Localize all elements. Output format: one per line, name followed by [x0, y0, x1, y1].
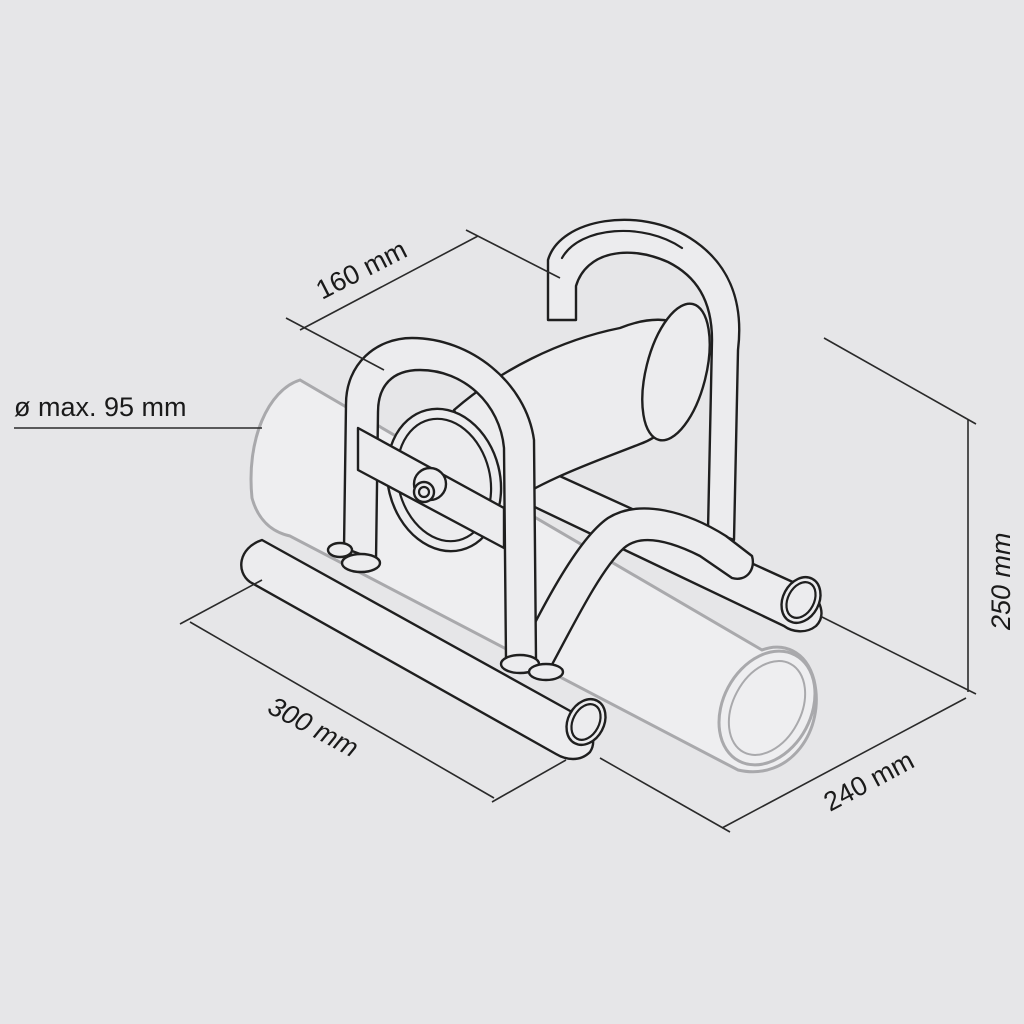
- label-height: 250 mm: [986, 532, 1016, 631]
- label-top-width: 160 mm: [311, 234, 412, 305]
- label-depth: 240 mm: [819, 745, 919, 817]
- dimension-lines: [14, 229, 977, 833]
- label-length: 300 mm: [263, 691, 363, 763]
- base-tube-front: [240, 538, 607, 761]
- side-bent-tube: [510, 507, 755, 674]
- label-pipe-diameter: ø max. 95 mm: [14, 392, 187, 422]
- front-wheel: [356, 407, 506, 553]
- front-u-frame: [326, 336, 565, 682]
- axle-nut: [412, 480, 436, 504]
